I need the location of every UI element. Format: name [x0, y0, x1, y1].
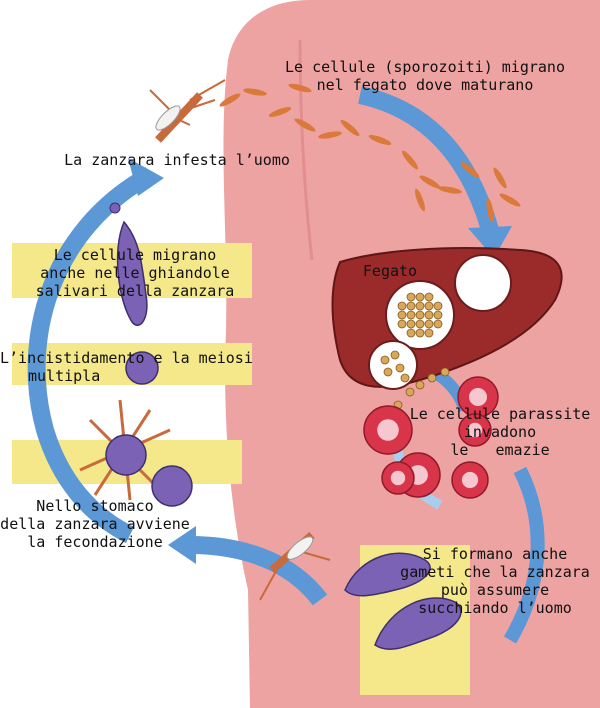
- merozoite-dot: [383, 367, 393, 377]
- merozoite-dot: [406, 292, 416, 302]
- merozoite-dot: [415, 310, 425, 320]
- merozoite-dot: [395, 363, 405, 373]
- merozoite-dot: [424, 292, 434, 302]
- merozoite-dot: [390, 350, 400, 360]
- sporozoite-icon: [493, 167, 507, 189]
- label-line: le emazie: [450, 441, 550, 459]
- label-line: invadono: [463, 423, 537, 441]
- red-blood-cell-center: [390, 470, 406, 486]
- sporozoite-icon: [219, 93, 241, 107]
- label-mosquito-infects: La zanzara infesta l’uomo: [62, 151, 292, 169]
- arrowhead-left: [168, 526, 196, 564]
- label-red-cells: Le cellule parassite invadono le emazie: [405, 405, 595, 459]
- label-gametes: Si formano anche gameti che la zanzara p…: [400, 545, 590, 617]
- sporozoite-icon: [401, 150, 419, 170]
- label-fertilization: Nello stomaco della zanzara avviene la f…: [0, 497, 190, 551]
- label-line: nel fegato dove maturano: [316, 76, 534, 94]
- merozoite-dot: [424, 301, 434, 311]
- merozoite-dot: [415, 292, 425, 302]
- label-line: L’incistidamento e la meiosi: [0, 349, 253, 367]
- oocyst-icon: [79, 399, 193, 507]
- merozoite-dot: [415, 380, 425, 390]
- red-blood-cell-center: [461, 471, 479, 489]
- merozoite-dot: [406, 301, 416, 311]
- merozoite-dot: [424, 310, 434, 320]
- merozoite-dot: [433, 310, 443, 320]
- sporozoite-icon: [340, 119, 360, 137]
- label-line: la fecondazione: [27, 533, 163, 551]
- arrow-to-liver: [357, 86, 499, 233]
- label-line: salivari della zanzara: [35, 282, 235, 300]
- mosquito-icon: [259, 531, 331, 601]
- cycle-arrow-left-ring: [27, 167, 155, 544]
- label-line: gameti che la zanzara: [400, 563, 590, 581]
- label-salivary: Le cellule migrano anche nelle ghiandole…: [30, 246, 240, 300]
- merozoite-dot: [424, 328, 434, 338]
- sporozoite-icon: [294, 118, 316, 132]
- merozoite-dots: [380, 292, 450, 410]
- merozoite-dot: [406, 328, 416, 338]
- label-line: succhiando l’uomo: [418, 599, 572, 617]
- merozoite-dot: [380, 355, 390, 365]
- label-line: Si formano anche: [422, 545, 568, 563]
- sporozoite-icon: [268, 107, 292, 117]
- label-line: Le cellule (sporozoiti) migrano: [285, 58, 565, 76]
- sporozoite-icon: [499, 193, 521, 207]
- human-shoulder-line: [298, 39, 314, 261]
- label-line: anche nelle ghiandole: [40, 264, 230, 282]
- label-line: Nello stomaco: [36, 497, 154, 515]
- sporozoite-icon: [368, 135, 392, 145]
- liver-cell-right: [454, 254, 512, 312]
- gamete-icon: [109, 202, 148, 326]
- merozoite-dot: [415, 328, 425, 338]
- cycle-arrow-bottom: [189, 536, 328, 606]
- red-blood-cell-center: [377, 419, 399, 441]
- mosquito-icon: [149, 79, 226, 143]
- gamete-icon: [344, 552, 462, 650]
- label-liver: Fegato: [355, 262, 425, 280]
- oocyst-icon: [125, 351, 159, 385]
- arrow-cells-down: [503, 466, 545, 644]
- sporozoite-icon: [486, 198, 494, 222]
- label-meiosis: L’incistidamento e la meiosi multipla: [0, 349, 253, 385]
- label-line: Le cellule migrano: [53, 246, 217, 264]
- sporozoite-icon: [288, 83, 312, 93]
- merozoite-dot: [397, 319, 407, 329]
- arrowhead-up: [128, 158, 164, 196]
- label-line: Fegato: [362, 262, 418, 280]
- merozoite-dot: [397, 301, 407, 311]
- merozoite-dot: [415, 319, 425, 329]
- label-line: multipla: [28, 367, 101, 385]
- red-blood-cell-center: [469, 388, 487, 406]
- merozoite-dot: [397, 310, 407, 320]
- merozoite-dot: [424, 319, 434, 329]
- merozoite-dot: [427, 373, 437, 383]
- label-line: La zanzara infesta l’uomo: [64, 151, 290, 169]
- merozoite-dot: [440, 367, 450, 377]
- sporozoite-icon: [243, 88, 267, 96]
- merozoite-dot: [433, 319, 443, 329]
- red-blood-cell-center: [467, 422, 483, 438]
- red-blood-cell-icon: [363, 376, 499, 499]
- sporozoite-icon: [415, 188, 425, 212]
- merozoite-dot: [406, 319, 416, 329]
- merozoite-dot: [400, 373, 410, 383]
- arrowhead-down-liver: [468, 226, 512, 258]
- merozoite-dot: [415, 301, 425, 311]
- sporozoite-icon: [438, 186, 462, 194]
- liver-cell-lower: [368, 340, 418, 390]
- label-line: Le cellule parassite: [409, 405, 591, 423]
- label-sporozoites: Le cellule (sporozoiti) migrano nel fega…: [280, 58, 570, 94]
- merozoite-dot: [406, 310, 416, 320]
- sporozoite-icon: [419, 175, 441, 189]
- label-line: della zanzara avviene: [0, 515, 190, 533]
- label-line: può assumere: [440, 581, 550, 599]
- merozoite-dot: [405, 387, 415, 397]
- merozoite-dot: [433, 301, 443, 311]
- sporozoite-icon: [318, 131, 342, 139]
- sporozoite-icon: [460, 161, 480, 179]
